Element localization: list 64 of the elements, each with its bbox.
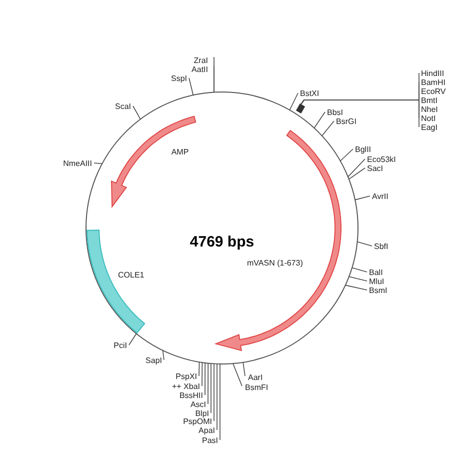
enzyme-site-label: EagI — [421, 122, 438, 132]
leader-line — [300, 100, 420, 128]
enzyme-site-label: EcoRV — [421, 86, 446, 96]
enzyme-site-label: SapI — [146, 356, 162, 364]
leader-line — [188, 78, 194, 96]
enzyme-site-label: PspOMI — [183, 416, 212, 426]
leader-line — [348, 276, 368, 282]
enzyme-site-label: ZraI — [194, 56, 208, 64]
enzyme-site-label: BstXI — [300, 88, 320, 98]
enzyme-site-label: BsrGI — [336, 116, 356, 126]
leader-line — [354, 196, 370, 200]
enzyme-site-label: AvrII — [372, 192, 388, 200]
leader-line — [356, 241, 372, 246]
enzyme-site-label: ScaI — [114, 102, 131, 110]
leader-line — [322, 120, 334, 136]
enzyme-site-label: BmtI — [421, 96, 438, 104]
enzyme-site-label: ApaI — [198, 426, 215, 434]
leader-line — [340, 148, 354, 162]
leader-line — [202, 362, 203, 386]
leader-line — [348, 158, 366, 178]
enzyme-site-label: PciI — [114, 340, 127, 350]
enzyme-site-label: SbfI — [374, 242, 388, 250]
plasmid-size-label: 4769 bps — [190, 234, 254, 250]
enzyme-site-label: AscI — [190, 400, 206, 408]
feature-label: mVASN (1-673) — [247, 258, 303, 268]
leader-line — [352, 267, 368, 272]
enzyme-site-label: ++ XbaI — [172, 382, 200, 390]
leader-line — [289, 92, 298, 110]
feature-label: AMP — [171, 148, 189, 156]
enzyme-site-label: SacI — [367, 164, 384, 172]
enzyme-site-label: BbsI — [327, 108, 344, 116]
leader-line — [232, 363, 242, 386]
feature-label: COLE1 — [118, 270, 144, 280]
enzyme-site-label: HindIII — [421, 68, 444, 78]
enzyme-site-label: MluI — [369, 276, 384, 286]
enzyme-site-label: PasI — [202, 436, 218, 444]
enzyme-site-label: AatII — [192, 64, 208, 74]
leader-line — [128, 333, 137, 346]
leader-line — [216, 364, 218, 430]
enzyme-site-label: PspXI — [176, 372, 197, 380]
enzyme-site-label: BsmI — [369, 286, 388, 294]
leader-line — [242, 362, 246, 376]
leader-line — [210, 363, 212, 414]
enzyme-site-label: BsmFI — [245, 382, 268, 392]
enzyme-site-label: BglII — [355, 144, 372, 154]
leader-line — [348, 168, 366, 180]
leader-line — [345, 284, 368, 290]
leader-line — [198, 362, 200, 376]
leader-line — [204, 362, 206, 396]
enzyme-site-label: SspI — [170, 74, 187, 82]
enzyme-site-label: NmeAIII — [63, 158, 92, 168]
enzyme-site-label: Eco53kI — [367, 154, 396, 164]
leader-line — [94, 162, 103, 164]
enzyme-site-label: BamHI — [421, 78, 446, 86]
enzyme-site-label: BalI — [369, 268, 383, 276]
leader-line — [162, 350, 164, 360]
insert-marker — [296, 104, 306, 114]
enzyme-site-label: NotI — [421, 114, 436, 122]
leader-line — [132, 106, 141, 120]
enzyme-site-label: BssHII — [179, 390, 203, 400]
leader-line — [314, 112, 326, 128]
enzyme-site-label: NheI — [421, 104, 438, 114]
enzyme-site-label: BlpI — [195, 408, 209, 418]
enzyme-site-label: AarI — [248, 372, 263, 382]
